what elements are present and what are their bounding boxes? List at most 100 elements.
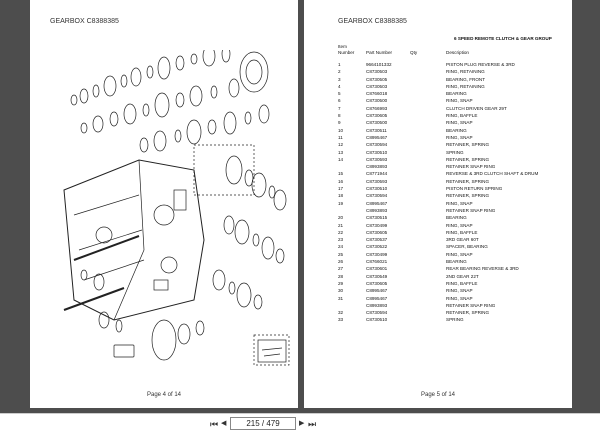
left-page: GEARBOX C8388385 — [30, 0, 298, 408]
row-item-number: 8 — [338, 113, 341, 119]
row-description: CLUTCH DRIVEN GEAR 29T — [446, 105, 507, 111]
row-item-number: 11 — [338, 134, 343, 140]
column-header-qty: Qty — [410, 50, 418, 55]
row-description: RETAINER, SPRING — [446, 310, 490, 316]
row-description: BEARING, FRONT — [446, 76, 486, 82]
row-part-number: C8730522 — [366, 244, 388, 250]
row-item-number: 27 — [338, 266, 344, 272]
row-description: RING, SNAP — [446, 200, 473, 206]
row-part-number: C8995467 — [366, 295, 388, 301]
lower-shaft-parts — [63, 235, 287, 363]
row-part-number: C8766021 — [366, 259, 388, 265]
row-item-number: 17 — [338, 186, 344, 192]
row-description: BEARING — [446, 259, 467, 265]
row-description: RING, SNAP — [446, 134, 473, 140]
row-description: RING, SNAP — [446, 251, 473, 257]
row-description: RETAINER SNAP RING — [446, 207, 496, 213]
left-page-header: GEARBOX C8388385 — [50, 18, 119, 25]
row-item-number: 22 — [338, 229, 344, 235]
gearbox-housing — [63, 159, 205, 321]
row-part-number: C8730605 — [366, 113, 388, 119]
row-description: SPRING — [446, 149, 464, 155]
row-description: RING, SNAP — [446, 295, 473, 301]
right-page-footer: Page 5 of 14 — [420, 392, 456, 398]
row-part-number: C8730605 — [366, 229, 388, 235]
row-part-number: C8730499 — [366, 251, 388, 257]
row-item-number: 12 — [338, 142, 344, 148]
row-item-number: 33 — [338, 317, 344, 323]
table-row: 15 C8771944 REVERSE & 3RD CLUTCH SHAFT & D… — [304, 170, 572, 177]
row-part-number: C8730499 — [366, 222, 388, 228]
row-item-number: 24 — [338, 244, 344, 250]
row-part-number: C8730510 — [366, 149, 388, 155]
second-gear-chain — [80, 78, 240, 134]
skip-last-icon[interactable]: ⏭ — [308, 419, 317, 429]
column-header-item: Item Number — [338, 44, 354, 56]
row-item-number: 28 — [338, 273, 344, 279]
row-description: RING, BAFFLE — [446, 280, 478, 286]
row-item-number: 30 — [338, 288, 344, 294]
row-part-number: C8993893 — [366, 302, 388, 308]
row-description: RETAINER SNAP RING — [446, 302, 496, 308]
row-description: RETAINER SNAP RING — [446, 164, 496, 170]
column-header-item-line2: Number — [338, 50, 355, 55]
row-description: RING, SNAP — [446, 98, 473, 104]
row-part-number: C8771944 — [366, 171, 388, 177]
right-gear-stack — [212, 155, 287, 310]
row-part-number: C8730593 — [366, 156, 388, 162]
page-number-input[interactable] — [230, 417, 296, 430]
table-row: C8993893 RETAINER SNAP RING — [304, 302, 572, 309]
arrow-left-icon[interactable]: ◀ — [221, 420, 227, 427]
row-item-number: 16 — [338, 178, 344, 184]
section-title: 6 SPEED REMOTE CLUTCH & GEAR GROUP — [454, 36, 552, 41]
row-part-number: C8730510 — [366, 186, 388, 192]
row-item-number: 1 — [338, 62, 341, 67]
row-description: BEARING — [446, 91, 467, 97]
row-description: SPRING — [446, 317, 464, 323]
row-item-number: 25 — [338, 251, 344, 257]
table-row: 16 C8730593 RETAINER, SPRING — [304, 178, 572, 185]
table-row: 25 C8730499 RING, SNAP — [304, 251, 572, 258]
skip-first-icon[interactable]: ⏮ — [210, 419, 219, 429]
row-part-number: C8730500 — [366, 120, 388, 126]
row-description: REVERSE & 3RD CLUTCH SHAFT & DRUM — [446, 171, 539, 177]
row-description: RING, SNAP — [446, 222, 473, 228]
arrow-right-icon[interactable]: ▶ — [299, 420, 305, 427]
row-part-number: C8730549 — [366, 273, 388, 279]
callout-boxes — [193, 144, 290, 366]
row-part-number: C8730593 — [366, 178, 388, 184]
row-item-number: 14 — [338, 156, 344, 162]
row-item-number: 19 — [338, 200, 344, 206]
row-description: RING, BAFFLE — [446, 113, 478, 119]
row-description: RING, RETAINING — [446, 69, 485, 75]
row-description: RETAINER, SPRING — [446, 178, 490, 184]
row-item-number: 23 — [338, 237, 344, 243]
row-part-number: C8730503 — [366, 83, 388, 89]
row-part-number: 9664101332 — [366, 62, 392, 67]
row-item-number: 18 — [338, 193, 344, 199]
row-item-number: 26 — [338, 259, 344, 265]
table-row: 8 C8730605 RING, BAFFLE — [304, 112, 572, 119]
column-header-description: Description — [446, 50, 469, 55]
row-item-number: 15 — [338, 171, 344, 177]
